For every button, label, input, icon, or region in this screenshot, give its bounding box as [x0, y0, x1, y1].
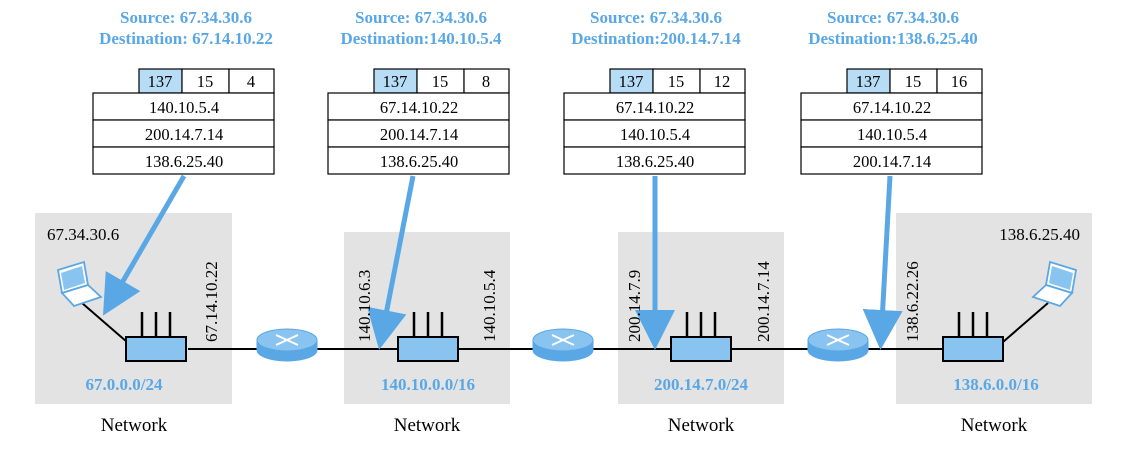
packet-3-destination: Destination:200.14.7.14 [571, 29, 741, 48]
option-type: 137 [383, 72, 408, 91]
option-type: 137 [856, 72, 881, 91]
network-label-4: Network [961, 415, 1028, 436]
host-address-right: 138.6.25.40 [999, 225, 1080, 244]
laptop-icon-left [56, 260, 103, 308]
switch-icon-2 [532, 328, 594, 362]
router-icon-1 [125, 312, 187, 362]
option-pointer: 12 [714, 72, 731, 91]
option-pointer: 16 [951, 72, 968, 91]
host-link-right [1002, 302, 1049, 343]
arrow-packet-1 [102, 174, 187, 316]
network-address-1: 67.0.0.0/24 [86, 375, 163, 394]
route-address-3: 138.6.25.40 [616, 152, 694, 171]
interface-address-net1: 67.14.10.22 [202, 261, 221, 342]
packet-3-source: Source: 67.34.30.6 [590, 8, 722, 27]
packet-4-table: 137 15 16 67.14.10.22 140.10.5.4 200.14.… [800, 68, 983, 175]
route-address-2: 200.14.7.14 [380, 125, 458, 144]
network-address-2: 140.10.0.0/16 [381, 375, 475, 394]
router-icon-4 [942, 312, 1004, 362]
packet-arrows [102, 174, 903, 350]
network-backgrounds [35, 213, 1092, 404]
network-box-4 [896, 213, 1092, 404]
route-address-1: 67.14.10.22 [853, 98, 931, 117]
route-address-1: 140.10.5.4 [149, 98, 219, 117]
host-address-left: 67.34.30.6 [47, 225, 119, 244]
router-icon-3 [670, 312, 732, 362]
network-label-3: Network [668, 415, 735, 436]
option-type: 137 [619, 72, 644, 91]
laptop-icon-right [1031, 260, 1078, 308]
packet-headers: Source: 67.34.30.6 Destination: 67.14.10… [99, 8, 978, 48]
arrow-packet-4 [862, 175, 903, 350]
packet-1-destination: Destination: 67.14.10.22 [99, 29, 273, 48]
option-pointer: 8 [482, 72, 490, 91]
router-icon-2 [397, 312, 459, 362]
option-type-cell [138, 68, 183, 94]
host-link-left [81, 302, 128, 343]
option-pointer: 4 [247, 72, 255, 91]
option-length: 15 [905, 72, 922, 91]
route-address-3: 138.6.25.40 [145, 152, 223, 171]
route-address-2: 200.14.7.14 [145, 125, 223, 144]
interface-address-net3-left: 200.14.7.9 [625, 270, 644, 342]
network-address-3: 200.14.7.0/24 [654, 375, 748, 394]
packet-4-source: Source: 67.34.30.6 [827, 8, 959, 27]
option-length: 15 [432, 72, 449, 91]
network-address-4: 138.6.0.0/16 [953, 375, 1038, 394]
switch-icon-1 [256, 328, 318, 362]
route-address-3: 138.6.25.40 [380, 152, 458, 171]
interface-address-net2-right: 140.10.5.4 [480, 269, 499, 342]
route-address-3: 200.14.7.14 [853, 152, 931, 171]
route-address-1: 67.14.10.22 [616, 98, 694, 117]
packet-2-table: 137 15 8 67.14.10.22 200.14.7.14 138.6.2… [327, 68, 510, 175]
packet-1-source: Source: 67.34.30.6 [120, 8, 252, 27]
route-address-1: 67.14.10.22 [380, 98, 458, 117]
interface-address-net3-right: 200.14.7.14 [754, 261, 773, 342]
switch-icon-3 [807, 328, 869, 362]
packet-4-destination: Destination:138.6.25.40 [808, 29, 978, 48]
interface-address-net2-left: 140.10.6.3 [355, 270, 374, 342]
packet-3-table: 137 15 12 67.14.10.22 140.10.5.4 138.6.2… [563, 68, 746, 175]
option-length: 15 [197, 72, 214, 91]
network-label-1: Network [101, 415, 168, 436]
route-address-2: 140.10.5.4 [620, 125, 690, 144]
packet-2-destination: Destination:140.10.5.4 [340, 29, 502, 48]
network-label-2: Network [394, 415, 461, 436]
interface-address-net4: 138.6.22.26 [903, 261, 922, 342]
route-address-2: 140.10.5.4 [857, 125, 927, 144]
packet-1-table: 137 15 4 140.10.5.4 200.14.7.14 138.6.25… [92, 68, 275, 175]
arrow-packet-2 [367, 175, 416, 350]
option-length: 15 [668, 72, 685, 91]
option-type: 137 [148, 72, 173, 91]
packet-2-source: Source: 67.34.30.6 [355, 8, 487, 27]
option-type-cell [846, 68, 891, 94]
